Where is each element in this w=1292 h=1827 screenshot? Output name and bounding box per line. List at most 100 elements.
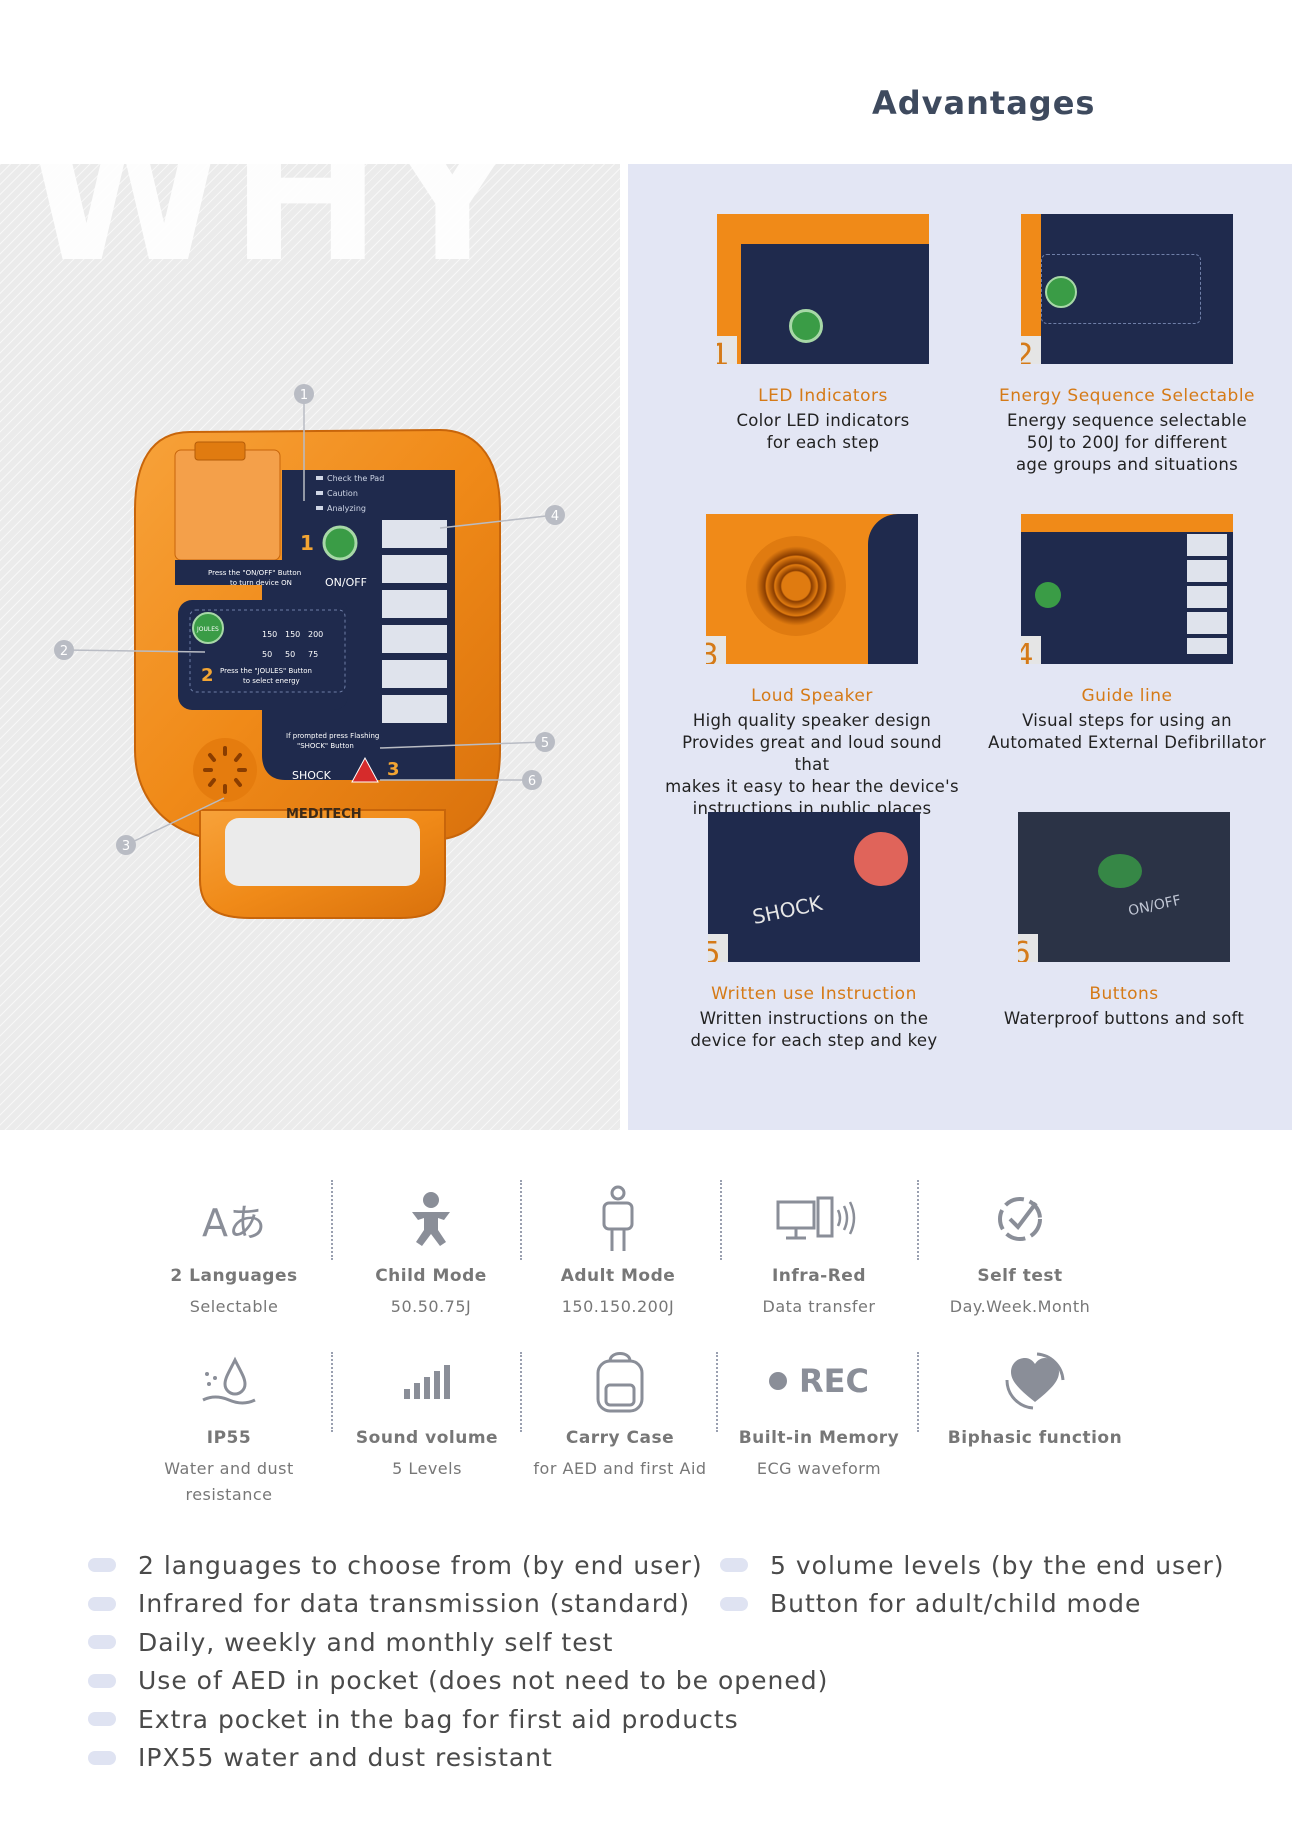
advantage-title: Loud Speaker	[751, 686, 873, 706]
bullet-list-right: 5 volume levels (by the end user) Button…	[720, 1546, 1225, 1623]
bullet-dot	[88, 1635, 116, 1650]
list-item: IPX55 water and dust resistant	[88, 1739, 828, 1778]
list-item: Use of AED in pocket (does not need to b…	[88, 1662, 828, 1701]
feature-subtitle: 150.150.200J	[561, 1297, 675, 1316]
feature-title: Carry Case	[565, 1428, 675, 1448]
brand-label: MEDITECH	[286, 807, 362, 822]
rec-icon: REC	[724, 1342, 914, 1420]
list-item: Daily, weekly and monthly self test	[88, 1623, 828, 1662]
bullet-list-left: 2 languages to choose from (by end user)…	[88, 1546, 828, 1777]
why-watermark: WHY	[26, 93, 524, 302]
list-item: Button for adult/child mode	[720, 1585, 1225, 1624]
feature-subtitle: Selectable	[189, 1297, 279, 1316]
divider	[720, 1180, 722, 1260]
callout-4: 4	[551, 509, 559, 524]
svg-text:Press the "JOULES" Button: Press the "JOULES" Button	[220, 667, 312, 675]
svg-text:150: 150	[285, 630, 300, 639]
feature-self-test: Self test Day.Week.Month	[925, 1180, 1115, 1320]
aed-device-illustration: Check the Pad Caution Analyzing 1 ON/OFF…	[54, 384, 565, 919]
advantage-title: Written use Instruction	[711, 984, 917, 1004]
advantage-card: ON/OFF 6 Buttons Waterproof buttons and …	[974, 812, 1274, 1030]
feature-biphasic: Biphasic function	[940, 1342, 1130, 1456]
feature-sound-volume: Sound volume 5 Levels	[332, 1342, 522, 1482]
advantage-number: 6	[1018, 934, 1038, 962]
svg-text:If prompted press Flashing: If prompted press Flashing	[286, 732, 379, 740]
bullet-dot	[88, 1673, 116, 1688]
feature-title: Biphasic function	[947, 1428, 1123, 1448]
bullet-dot	[88, 1712, 116, 1727]
feature-carry-case: Carry Case for AED and first Aid	[525, 1342, 715, 1482]
divider	[716, 1352, 718, 1432]
feature-title: IP55	[206, 1428, 252, 1448]
list-item: 5 volume levels (by the end user)	[720, 1546, 1225, 1585]
callout-1: 1	[300, 388, 308, 403]
svg-text:2: 2	[201, 665, 214, 686]
advantage-number: 4	[1021, 636, 1041, 664]
advantage-title: Guide line	[1081, 686, 1173, 706]
backpack-icon	[525, 1342, 715, 1420]
divider	[917, 1352, 919, 1432]
step-check-pad: Check the Pad	[327, 474, 384, 483]
svg-text:3: 3	[387, 759, 400, 780]
callout-3: 3	[122, 839, 130, 854]
list-item: Extra pocket in the bag for first aid pr…	[88, 1700, 828, 1739]
svg-text:50: 50	[285, 650, 295, 659]
infrared-icon	[724, 1180, 914, 1258]
energy-selector-photo: 2	[1021, 214, 1233, 364]
advantage-title: Buttons	[1089, 984, 1159, 1004]
feature-subtitle: for AED and first Aid	[533, 1459, 707, 1478]
divider	[520, 1180, 522, 1260]
svg-text:150: 150	[262, 630, 277, 639]
speaker-photo: 3	[706, 514, 918, 664]
guide-line-photo: 4	[1021, 514, 1233, 664]
feature-title: Sound volume	[355, 1428, 499, 1448]
advantage-card: SHOCK 5 Written use Instruction Written …	[664, 812, 964, 1052]
onoff-label: ON/OFF	[325, 576, 367, 589]
advantage-card: 4 Guide line Visual steps for using an A…	[977, 514, 1277, 754]
bullet-dot	[88, 1750, 116, 1765]
advantage-number: 5	[708, 934, 728, 962]
feature-subtitle: 5 Levels	[392, 1459, 462, 1478]
advantage-card: 1 LED Indicators Color LED indicators fo…	[673, 214, 973, 454]
page-title: Advantages	[872, 84, 1096, 122]
divider	[917, 1180, 919, 1260]
joules-label: JOULES	[196, 626, 219, 633]
biphasic-heart-icon	[940, 1342, 1130, 1420]
divider	[520, 1352, 522, 1432]
feature-languages: Aあ 2 Languages Selectable	[139, 1180, 329, 1320]
feature-subtitle: ECG waveform	[756, 1459, 882, 1478]
bullet-dot	[720, 1596, 748, 1611]
svg-text:to select energy: to select energy	[243, 677, 300, 685]
advantage-number: 3	[706, 636, 726, 664]
divider	[331, 1180, 333, 1260]
advantage-description: Written instructions on the device for e…	[690, 1009, 938, 1050]
list-item: 2 languages to choose from (by end user)	[88, 1546, 828, 1585]
advantage-card: 2 Energy Sequence Selectable Energy sequ…	[977, 214, 1277, 476]
feature-title: Self test	[977, 1266, 1063, 1286]
bullet-dot	[720, 1558, 748, 1573]
callout-6: 6	[528, 774, 536, 789]
svg-text:200: 200	[308, 630, 323, 639]
svg-text:50: 50	[262, 650, 272, 659]
feature-child-mode: Child Mode 50.50.75J	[336, 1180, 526, 1320]
rec-label: REC	[799, 1362, 869, 1400]
callout-5: 5	[541, 736, 549, 751]
advantage-number: 2	[1021, 336, 1041, 364]
advantage-description: Visual steps for using an Automated Exte…	[988, 711, 1266, 752]
feature-ip55: IP55 Water and dust resistance	[134, 1342, 324, 1508]
feature-title: Adult Mode	[560, 1266, 676, 1286]
feature-title: Child Mode	[375, 1266, 487, 1286]
step-analyzing: Analyzing	[327, 504, 366, 513]
feature-infrared: Infra-Red Data transfer	[724, 1180, 914, 1320]
advantage-description: High quality speaker design Provides gre…	[665, 711, 959, 818]
advantage-description: Color LED indicators for each step	[736, 411, 910, 452]
feature-adult-mode: Adult Mode 150.150.200J	[523, 1180, 713, 1320]
feature-title: 2 Languages	[170, 1266, 298, 1286]
svg-text:1: 1	[300, 531, 314, 555]
advantage-title: LED Indicators	[758, 386, 888, 406]
advantage-number: 1	[717, 336, 737, 364]
feature-subtitle: Data transfer	[762, 1297, 876, 1316]
led-indicators-photo: 1	[717, 214, 929, 364]
water-drop-icon	[134, 1342, 324, 1420]
advantage-card: 3 Loud Speaker High quality speaker desi…	[662, 514, 962, 820]
